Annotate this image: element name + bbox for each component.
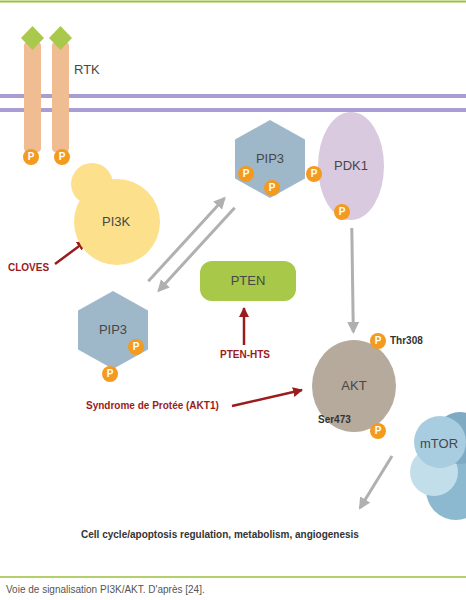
phosphatase-box: PTEN [200, 261, 296, 301]
node-label: AKT [312, 378, 396, 394]
phosphate-circle: P [102, 366, 118, 382]
ligand-diamond [49, 26, 72, 50]
annotation-text: Syndrome de Protée (AKT1) [86, 400, 219, 412]
phosphate-letter: P [334, 204, 350, 220]
phosphate-letter: P [128, 339, 144, 355]
phosphate-letter: P [306, 166, 322, 182]
receptor-chain [52, 42, 69, 152]
figure-caption: Voie de signalisation PI3K/AKT. D'après … [6, 584, 205, 596]
hexagon-outline [78, 291, 148, 369]
annotation-text: CLOVES [8, 262, 49, 274]
node-label: PIP3 [235, 151, 305, 167]
node-label: PIP3 [78, 322, 148, 338]
signal-arrow [352, 228, 354, 332]
receptor-shape: RTK [18, 24, 108, 154]
receptor-chain [24, 42, 41, 152]
phosphate-letter: P [370, 423, 386, 439]
kinase-ellipse: PDK1 [318, 112, 384, 220]
membrane-line [0, 94, 466, 98]
annotation-text: Thr308 [390, 335, 423, 347]
node-label: PTEN [200, 273, 296, 289]
phosphate-circle: P [264, 180, 280, 196]
mutation-arrow [243, 308, 246, 345]
annotation-text: Ser473 [318, 414, 351, 426]
membrane-line [0, 108, 466, 112]
phosphate-letter: P [238, 166, 254, 182]
phosphate-circle: P [238, 166, 254, 182]
phosphate-letter: P [23, 149, 39, 165]
ligand-diamond [21, 26, 44, 50]
phosphate-circle: P [334, 204, 350, 220]
complex-blob: mTOR [412, 398, 466, 522]
shape-outline [18, 24, 108, 154]
output-arrow [360, 456, 392, 508]
ellipse-outline [318, 112, 384, 220]
node-label: PI3K [102, 214, 130, 230]
annotation-text: PTEN-HTS [220, 349, 270, 361]
complex-lobe [414, 416, 466, 468]
node-label: PDK1 [318, 158, 384, 174]
frame-rule [0, 576, 466, 578]
phosphate-letter: P [54, 149, 70, 165]
lipid-hexagon: PIP3 [78, 291, 148, 369]
phosphate-circle: P [23, 149, 39, 165]
phosphate-circle: P [306, 166, 322, 182]
phosphate-circle: P [370, 423, 386, 439]
shape-outline [412, 398, 466, 522]
phosphate-circle: P [128, 339, 144, 355]
phosphate-circle: P [54, 149, 70, 165]
node-label: mTOR [420, 436, 458, 452]
enzyme-blob: PI3K [68, 162, 162, 266]
node-label: RTK [74, 62, 100, 78]
annotation-text: Cell cycle/apoptosis regulation, metabol… [0, 529, 440, 541]
mutation-arrow [232, 390, 302, 406]
ellipse-outline [312, 340, 396, 432]
phosphate-letter: P [370, 333, 386, 349]
enzyme-body [74, 179, 160, 265]
phosphate-circle: P [370, 333, 386, 349]
hexagon-outline [235, 120, 305, 198]
phosphate-letter: P [102, 366, 118, 382]
phosphate-letter: P [264, 180, 280, 196]
frame-rule [0, 1, 466, 3]
